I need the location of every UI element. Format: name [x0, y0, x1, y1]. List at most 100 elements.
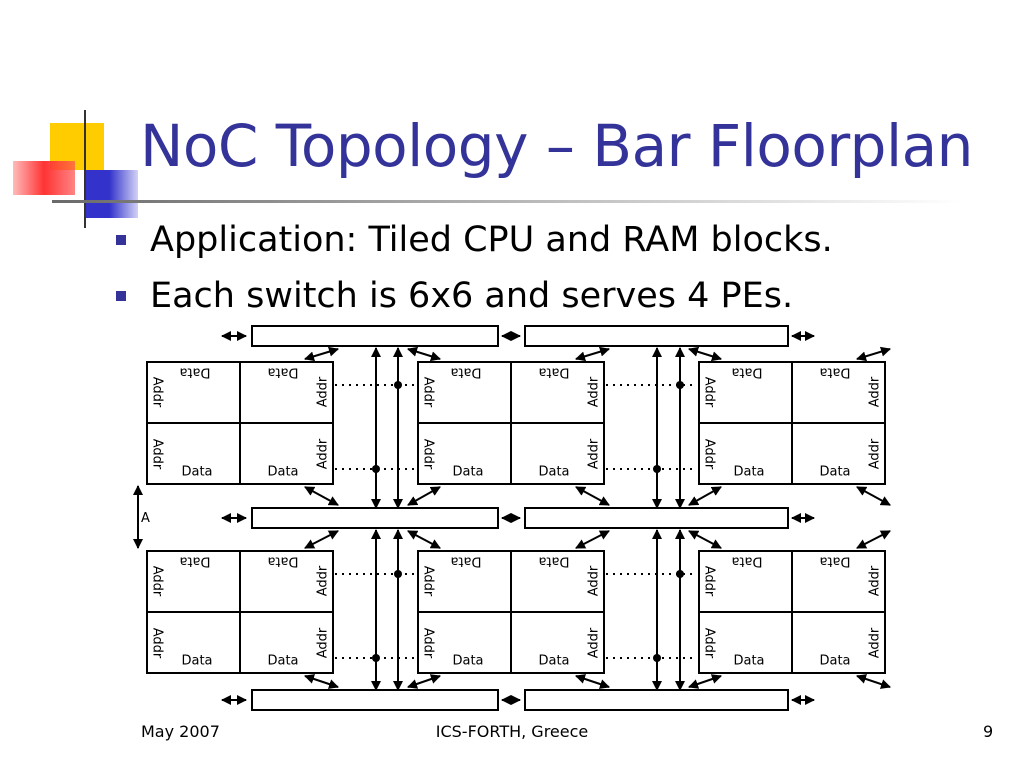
addr-label: Addr: [316, 565, 331, 596]
junction-dot: [372, 654, 380, 662]
tile-switch-link: [407, 530, 441, 549]
tile-switch-link: [407, 346, 441, 362]
addr-label: Addr: [421, 377, 436, 408]
footer-date: May 2007: [141, 722, 220, 741]
bullet-square-icon: [116, 291, 126, 301]
tile-switch-link: [575, 486, 610, 506]
data-label: Data: [450, 554, 481, 569]
addr-label: Addr: [421, 439, 436, 470]
data-label: Data: [452, 465, 483, 480]
data-label: Data: [181, 465, 212, 480]
tile-switch-link: [688, 530, 722, 549]
addr-label: Addr: [702, 377, 717, 408]
spacing-dimension: A: [133, 485, 150, 549]
tile-switch-link: [304, 530, 339, 549]
addr-label: Addr: [150, 439, 165, 470]
addr-label: Addr: [587, 565, 602, 596]
bullet-square-icon: [116, 235, 126, 245]
addr-label: Addr: [587, 376, 602, 407]
addr-label: Addr: [421, 628, 436, 659]
footer-page-number: 9: [983, 722, 994, 741]
junction-dot: [676, 381, 684, 389]
junction-dot: [676, 570, 684, 578]
addr-label: Addr: [316, 376, 331, 407]
data-label: Data: [538, 654, 569, 669]
data-label: Data: [267, 365, 298, 380]
spacing-label: A: [141, 511, 150, 526]
tile-switch-link: [856, 530, 891, 549]
tile-switch-link: [575, 674, 610, 689]
addr-label: Addr: [587, 438, 602, 469]
data-label: Data: [179, 554, 210, 569]
bullet-item: Application: Tiled CPU and RAM blocks.: [112, 218, 833, 274]
tile-switch-link: [856, 346, 891, 362]
addr-label: Addr: [702, 439, 717, 470]
tile-switch-link: [407, 486, 441, 506]
logo-vertical-line: [84, 110, 86, 228]
addr-label: Addr: [587, 627, 602, 658]
bullet-text: Application: Tiled CPU and RAM blocks.: [150, 220, 833, 260]
switch-bars: [251, 325, 789, 711]
data-label: Data: [179, 365, 210, 380]
junction-dot: [372, 465, 380, 473]
tile-switch-link: [304, 486, 339, 506]
tile-switch-link: [688, 486, 722, 506]
logo-blue-square: [86, 170, 138, 218]
addr-label: Addr: [316, 438, 331, 469]
data-label: Data: [733, 654, 764, 669]
addr-label: Addr: [868, 627, 883, 658]
addr-label: Addr: [868, 565, 883, 596]
junction-dot: [394, 570, 402, 578]
footer-organization: ICS-FORTH, Greece: [435, 722, 589, 741]
data-label: Data: [733, 465, 764, 480]
addr-label: Addr: [702, 566, 717, 597]
switch-bar: [524, 325, 789, 347]
data-label: Data: [538, 365, 569, 380]
switch-bar: [524, 507, 789, 529]
data-label: Data: [819, 465, 850, 480]
data-label: Data: [819, 654, 850, 669]
tile-switch-link: [304, 346, 339, 362]
switch-bar: [251, 689, 499, 711]
junction-dot: [394, 381, 402, 389]
slide-title: NoC Topology – Bar Floorplan: [140, 112, 973, 180]
bullet-text: Each switch is 6x6 and serves 4 PEs.: [150, 276, 794, 316]
addr-label: Addr: [868, 438, 883, 469]
data-label: Data: [267, 654, 298, 669]
switch-bar: [251, 325, 499, 347]
data-label: Data: [267, 465, 298, 480]
data-label: Data: [819, 554, 850, 569]
data-label: Data: [538, 465, 569, 480]
switch-bar: [524, 689, 789, 711]
addr-label: Addr: [150, 566, 165, 597]
tile-switch-link: [575, 530, 610, 549]
data-label: Data: [819, 365, 850, 380]
data-label: Data: [267, 554, 298, 569]
addr-label: Addr: [150, 377, 165, 408]
logo-red-square: [13, 161, 75, 195]
data-label: Data: [452, 654, 483, 669]
title-underline: [52, 200, 962, 203]
tile-switch-link: [856, 486, 891, 506]
addr-label: Addr: [868, 376, 883, 407]
tile-switch-link: [407, 674, 441, 689]
addr-label: Addr: [150, 628, 165, 659]
addr-label: Addr: [702, 628, 717, 659]
bullet-list: Application: Tiled CPU and RAM blocks. E…: [112, 218, 833, 330]
data-label: Data: [731, 365, 762, 380]
tile-switch-link: [304, 674, 339, 689]
switch-bar: [251, 507, 499, 529]
tile-switch-link: [856, 674, 891, 689]
tile-switch-link: [688, 674, 722, 689]
junction-dot: [653, 654, 661, 662]
junction-dot: [653, 465, 661, 473]
data-label: Data: [181, 654, 212, 669]
